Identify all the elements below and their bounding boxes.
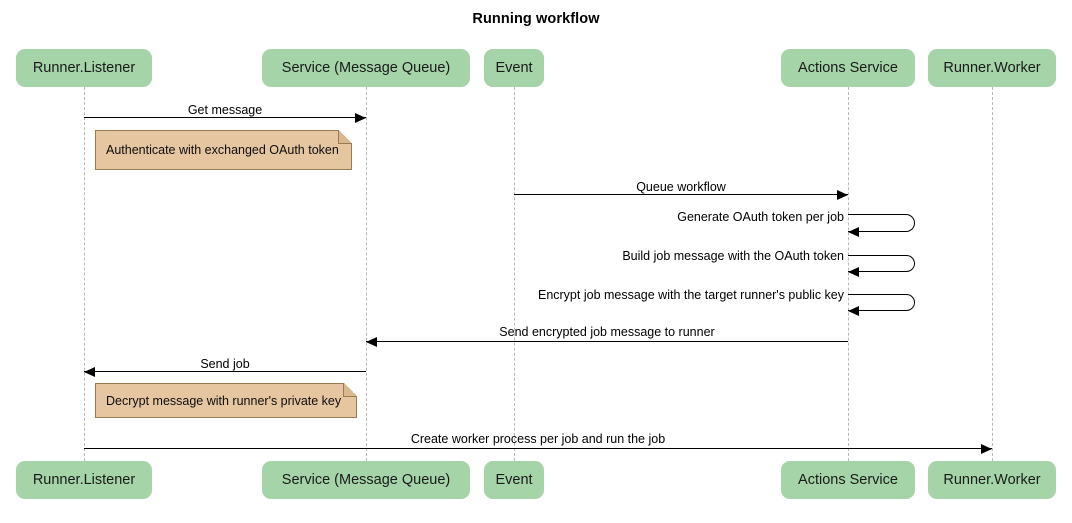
message-label-get-message: Get message — [187, 103, 263, 117]
lifeline-runner-listener — [84, 87, 85, 461]
message-label-build-job-message: Build job message with the OAuth token — [622, 249, 844, 263]
arrowhead-left-icon — [84, 367, 95, 377]
arrowhead-left-icon — [848, 306, 859, 316]
participant-footer-service-message-queue[interactable]: Service (Message Queue) — [262, 461, 470, 499]
note-text: Authenticate with exchanged OAuth token — [106, 143, 339, 157]
arrowhead-right-icon — [981, 444, 992, 454]
participant-header-event[interactable]: Event — [484, 49, 544, 87]
message-label-send-encrypted-job-message: Send encrypted job message to runner — [499, 325, 715, 339]
participant-footer-actions-service[interactable]: Actions Service — [781, 461, 915, 499]
participant-header-runner-worker[interactable]: Runner.Worker — [928, 49, 1056, 87]
participant-header-service-message-queue[interactable]: Service (Message Queue) — [262, 49, 470, 87]
participant-header-actions-service[interactable]: Actions Service — [781, 49, 915, 87]
note-authenticate: Authenticate with exchanged OAuth token — [95, 130, 352, 170]
message-label-encrypt-job-message: Encrypt job message with the target runn… — [537, 288, 844, 302]
participant-footer-runner-worker[interactable]: Runner.Worker — [928, 461, 1056, 499]
arrowhead-right-icon — [837, 190, 848, 200]
page-title: Running workflow — [472, 11, 600, 27]
self-message-loop-build-job-message — [848, 255, 915, 272]
self-message-loop-encrypt-job-message — [848, 294, 915, 311]
participant-footer-runner-listener[interactable]: Runner.Listener — [16, 461, 152, 499]
lifeline-service-message-queue — [366, 87, 367, 461]
note-fold-corner-icon — [338, 130, 352, 144]
participant-footer-event[interactable]: Event — [484, 461, 544, 499]
message-label-queue-workflow: Queue workflow — [636, 180, 726, 194]
note-text: Decrypt message with runner's private ke… — [106, 393, 342, 408]
self-message-loop-generate-oauth-token-per-job — [848, 214, 915, 232]
arrowhead-left-icon — [366, 337, 377, 347]
note-decrypt: Decrypt message with runner's private ke… — [95, 383, 357, 418]
lifeline-runner-worker — [992, 87, 993, 461]
message-line-get-message — [84, 117, 366, 118]
message-line-create-worker-process — [84, 448, 992, 449]
note-fold-corner-icon — [343, 383, 357, 397]
participant-header-runner-listener[interactable]: Runner.Listener — [16, 49, 152, 87]
arrowhead-left-icon — [848, 267, 859, 277]
message-line-send-encrypted-job-message — [366, 341, 848, 342]
lifeline-event — [514, 87, 515, 461]
arrowhead-right-icon — [355, 113, 366, 123]
message-line-send-job — [84, 371, 366, 372]
message-label-generate-oauth-token-per-job: Generate OAuth token per job — [677, 210, 844, 224]
message-label-create-worker-process: Create worker process per job and run th… — [410, 432, 666, 446]
arrowhead-left-icon — [848, 227, 859, 237]
message-line-queue-workflow — [514, 194, 848, 195]
message-label-send-job: Send job — [200, 357, 250, 371]
